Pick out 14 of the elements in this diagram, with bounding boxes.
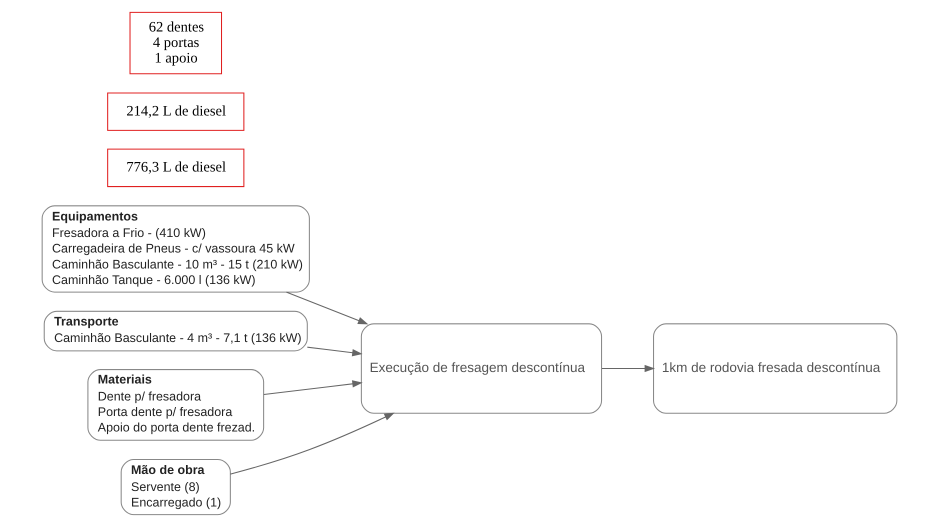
node-box: Transporte Caminhão Basculante - 4 m³ - 7,1 t (136 kW) [44,310,308,352]
node-box: Equipamentos Fresadora a Frio - (410 kW) Carregadeira de Pneus - c/ vassoura 45 kW Caminhão Basculante - 10 m³ - 15 t (210 kW) Caminhão Tanque - 6.000 l (136 kW) [42,205,310,293]
node-box: Mão de obra Servente (8) Encarregado (1) [120,458,231,516]
node-box: 1km de rodovia fresada descontínua [653,323,898,414]
arrow [307,346,363,356]
arrow [230,412,395,475]
arrow [286,292,368,324]
arrow [602,364,656,372]
node-box: 214,2 L de diesel [107,92,244,131]
arrow [264,380,363,395]
node-box: 62 dentes 4 portas 1 apoio [130,12,222,74]
node-box: Materiais Dente p/ fresadora Porta dente p/ fresadora Apoio do porta dente frezad. [87,369,264,441]
node-box: Execução de fresagem descontínua [360,323,602,414]
node-box: 776,3 L de diesel [107,148,244,188]
